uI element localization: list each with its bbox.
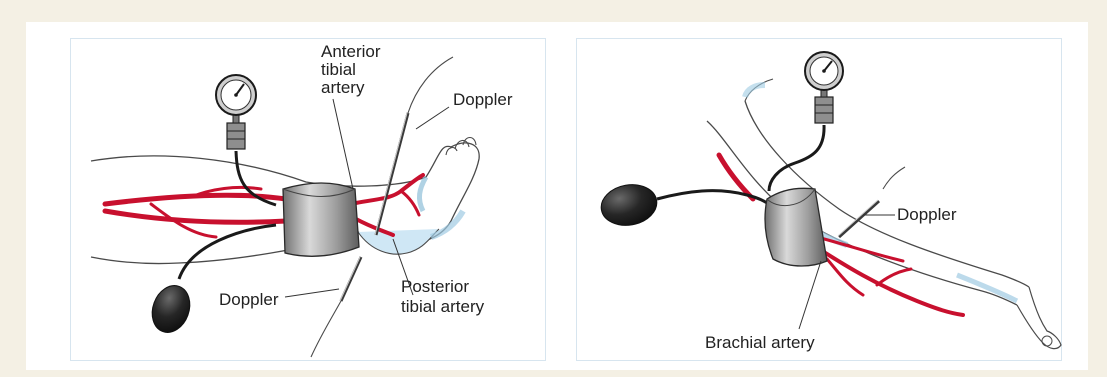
arm-illustration: Doppler Brachial artery [577,39,1063,362]
anterior-tibial-artery-label: Anterior tibial artery [321,42,385,97]
arm-doppler-probe [838,200,879,237]
doppler-label-bottom: Doppler [219,290,279,309]
doppler-label-top: Doppler [453,90,513,109]
figure-frame: Anterior tibial artery Doppler Doppler P… [26,22,1088,370]
brachial-artery-label: Brachial artery [705,333,815,352]
arm-cuff [765,188,827,266]
arm-doppler-label: Doppler [897,205,957,224]
posterior-tibial-artery-label: Posterior tibial artery [401,277,485,316]
leg-inflation-bulb [146,225,276,338]
arm-pressure-gauge [769,52,843,191]
leg-doppler-probe-bottom [311,257,361,357]
leg-cuff [283,183,359,256]
leg-doppler-probe-top [375,57,453,235]
leg-illustration: Anterior tibial artery Doppler Doppler P… [71,39,547,362]
leg-pressure-gauge [216,75,276,205]
arm-outline [707,79,1061,349]
arm-measurement-panel: Doppler Brachial artery [576,38,1062,361]
leg-measurement-panel: Anterior tibial artery Doppler Doppler P… [70,38,546,361]
